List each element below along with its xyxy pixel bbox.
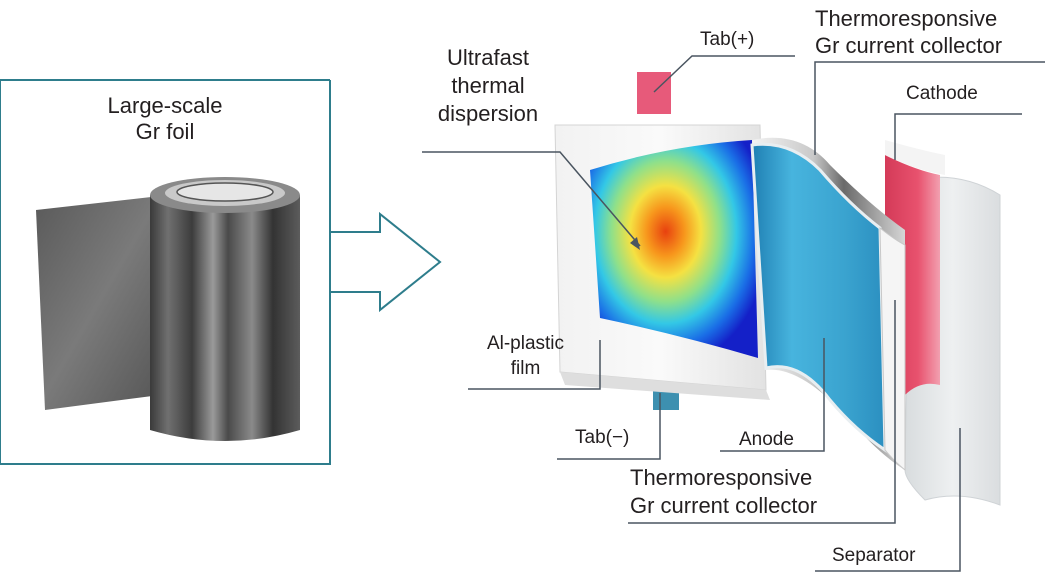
left-panel-frame — [0, 79, 331, 465]
graphene-foil-roll-image — [36, 177, 300, 441]
tab-plus-shape — [637, 72, 671, 114]
label-top-collector-line1: Thermoresponsive — [815, 6, 998, 31]
thermal-dispersion-map — [590, 140, 758, 358]
label-dispersion-line1: Ultrafast — [447, 45, 529, 70]
leader-al-film — [468, 340, 601, 390]
label-al-film-line1: Al-plastic — [486, 333, 565, 354]
leader-dispersion — [422, 151, 641, 247]
left-panel-title-line1: Large-scale — [107, 93, 223, 118]
label-dispersion-line2: thermal — [451, 73, 525, 98]
label-al-film-line2: film — [510, 358, 541, 379]
label-separator: Separator — [832, 545, 916, 566]
label-top-collector: Thermoresponsive Gr current collector — [815, 5, 1002, 59]
anode-sheet — [750, 142, 887, 453]
flow-arrow-icon — [329, 211, 442, 313]
label-thermal-dispersion: Ultrafast thermal dispersion — [408, 44, 568, 128]
dispersion-arrowhead-icon — [630, 237, 640, 250]
leader-anode — [720, 338, 825, 452]
label-tab-plus: Tab(+) — [700, 29, 755, 50]
leader-top-collector — [814, 61, 1045, 155]
label-bottom-collector: Thermoresponsive Gr current collector — [630, 464, 817, 520]
left-panel-title-line2: Gr foil — [135, 119, 195, 144]
label-cathode: Cathode — [906, 83, 978, 104]
leader-cathode — [894, 113, 1022, 160]
left-panel-title: Large-scale Gr foil — [0, 93, 330, 145]
label-tab-minus: Tab(−) — [575, 427, 630, 448]
leader-separator — [815, 428, 961, 572]
label-anode: Anode — [739, 429, 794, 450]
label-dispersion-line3: dispersion — [437, 101, 539, 126]
leader-tab-minus — [557, 393, 661, 460]
leader-bottom-collector — [628, 300, 896, 524]
leader-tab-plus — [653, 55, 795, 93]
label-top-collector-line2: Gr current collector — [815, 33, 1003, 58]
label-al-plastic-film: Al-plastic film — [463, 331, 588, 381]
label-bottom-collector-line1: Thermoresponsive — [630, 465, 813, 490]
leader-lines — [422, 55, 1045, 572]
label-bottom-collector-line2: Gr current collector — [630, 493, 818, 518]
current-collector-bottom-edge — [879, 226, 906, 472]
